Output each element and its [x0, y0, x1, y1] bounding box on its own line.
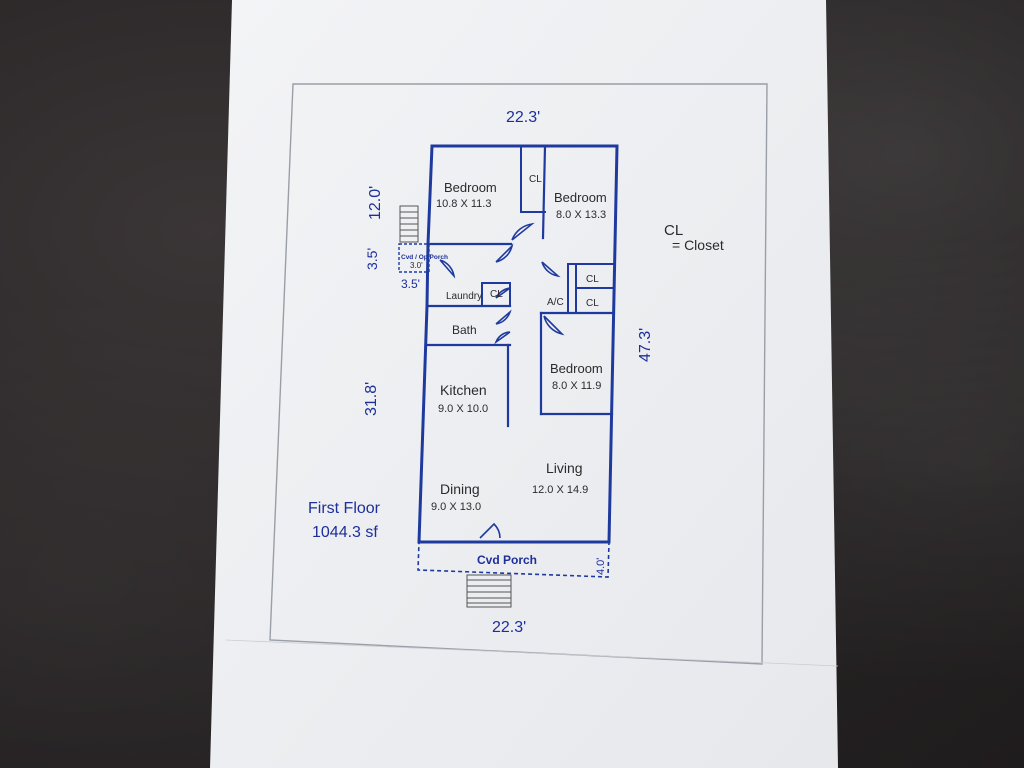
porch-depth: 4.0': [595, 558, 607, 575]
door-swings: [439, 222, 565, 539]
bedroom2-size: 8.0 X 13.3: [556, 209, 606, 221]
bedroom1-name: Bedroom: [444, 180, 497, 195]
closet-label-1: CL: [529, 174, 542, 185]
front-stairs: [466, 574, 512, 608]
paper-sheet: [210, 0, 838, 768]
front-porch-label: Cvd Porch: [477, 553, 537, 567]
top-width-dimension: 22.3': [506, 109, 540, 126]
room-labels: Bedroom 10.8 X 11.3 CL Bedroom 8.0 X 13.…: [431, 174, 607, 513]
ac-label: A/C: [547, 297, 564, 308]
floor-summary: First Floor 1044.3 sf: [308, 500, 381, 541]
living-size: 12.0 X 14.9: [532, 484, 588, 496]
legend-meaning: = Closet: [672, 237, 724, 253]
left-middle-dimension: 3.5': [364, 248, 380, 270]
floor-area: 1044.3 sf: [312, 524, 378, 541]
bedroom1-size: 10.8 X 11.3: [436, 198, 491, 210]
left-porch-dimension: 3.5': [401, 277, 420, 291]
left-lower-dimension: 31.8': [363, 382, 380, 416]
kitchen-size: 9.0 X 10.0: [438, 403, 488, 415]
dining-size: 9.0 X 13.0: [431, 501, 481, 513]
bedroom3-name: Bedroom: [550, 361, 603, 376]
living-name: Living: [546, 460, 583, 476]
bath-label: Bath: [452, 323, 477, 337]
footer-rule: [225, 639, 839, 667]
side-porch-width: 3.0': [410, 261, 423, 270]
left-upper-dimension: 12.0': [367, 186, 384, 220]
side-porch: Cvd / Op Porch 3.0': [398, 243, 448, 273]
front-porch: Cvd Porch 4.0': [417, 541, 610, 578]
bottom-width-dimension: 22.3': [492, 619, 526, 636]
bedroom2-name: Bedroom: [554, 190, 607, 205]
legend-abbr: CL: [664, 222, 683, 239]
side-porch-label: Cvd / Op Porch: [401, 254, 448, 261]
laundry-label: Laundry: [446, 291, 482, 302]
closet-label-2: CL: [490, 289, 503, 300]
right-depth-dimension: 47.3': [637, 328, 654, 362]
closet-label-4: CL: [586, 298, 599, 309]
closet-legend: CL = Closet: [664, 222, 724, 253]
side-stairs: [399, 205, 419, 243]
dining-name: Dining: [440, 481, 480, 497]
kitchen-name: Kitchen: [440, 382, 487, 398]
closet-label-3: CL: [586, 274, 599, 285]
dimension-labels: 22.3' 22.3' 47.3' 12.0' 3.5' 3.5' 31.8': [363, 109, 654, 636]
plan-border: [269, 83, 768, 665]
bedroom3-size: 8.0 X 11.9: [552, 380, 601, 392]
floor-title: First Floor: [308, 500, 381, 517]
